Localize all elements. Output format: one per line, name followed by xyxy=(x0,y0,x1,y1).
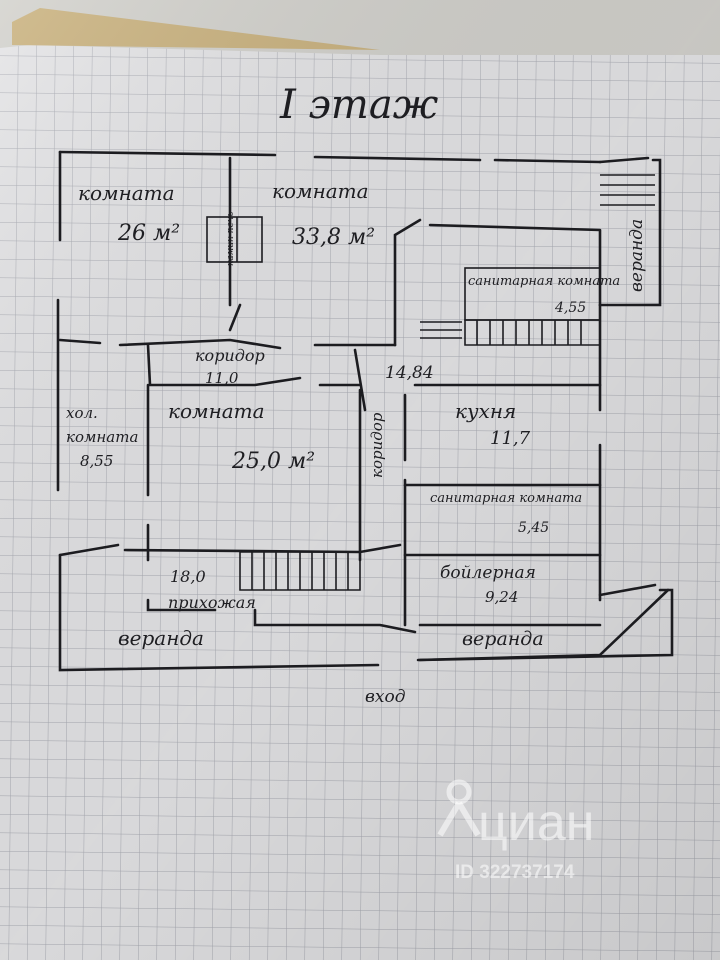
room-area: 8,55 xyxy=(80,452,113,470)
room-label: коридор xyxy=(368,412,386,478)
watermark-id: ID 322737174 xyxy=(455,862,575,883)
watermark-brand: циан xyxy=(478,794,594,852)
room-label: комната xyxy=(168,399,265,423)
veranda-label: веранда xyxy=(118,626,204,650)
room-area: 11,7 xyxy=(490,428,531,449)
cian-logo-icon xyxy=(437,801,481,837)
room-label: комната xyxy=(272,179,369,203)
walls xyxy=(56,150,674,672)
room-area: 25,0 м² xyxy=(231,449,315,474)
room-area: 18,0 xyxy=(170,567,206,586)
room-area: 26 м² xyxy=(117,221,180,246)
entrance-label: вход xyxy=(365,687,406,707)
room-label: комната xyxy=(66,428,138,446)
room-label: бойлерная xyxy=(440,563,536,583)
room-area: 5,45 xyxy=(518,520,549,536)
cian-watermark: циан ID 322737174 xyxy=(437,779,594,883)
room-area: 9,24 xyxy=(485,588,518,606)
room-label: коридор xyxy=(195,346,265,365)
room-label: хол. xyxy=(66,404,98,422)
floor-title: I этаж xyxy=(279,82,439,128)
location-pin-icon xyxy=(446,779,472,805)
veranda-label: веранда xyxy=(627,219,647,292)
room-label: санитарная комната xyxy=(430,491,582,506)
room-label: комната xyxy=(78,181,175,205)
veranda-label: веранда xyxy=(462,628,544,650)
room-area: 33,8 м² xyxy=(292,225,375,250)
room-label: санитарная комната xyxy=(468,274,620,289)
room-label: прихожая xyxy=(168,593,256,612)
room-area: 14,84 xyxy=(385,363,434,383)
room-area: 11,0 xyxy=(205,369,239,387)
room-area: 4,55 xyxy=(554,300,586,316)
room-label: кухня xyxy=(455,399,516,423)
room-labels: комната 26 м² комната 33,8 м² комната 25… xyxy=(66,179,647,707)
stove-label: камин печь xyxy=(226,211,236,266)
